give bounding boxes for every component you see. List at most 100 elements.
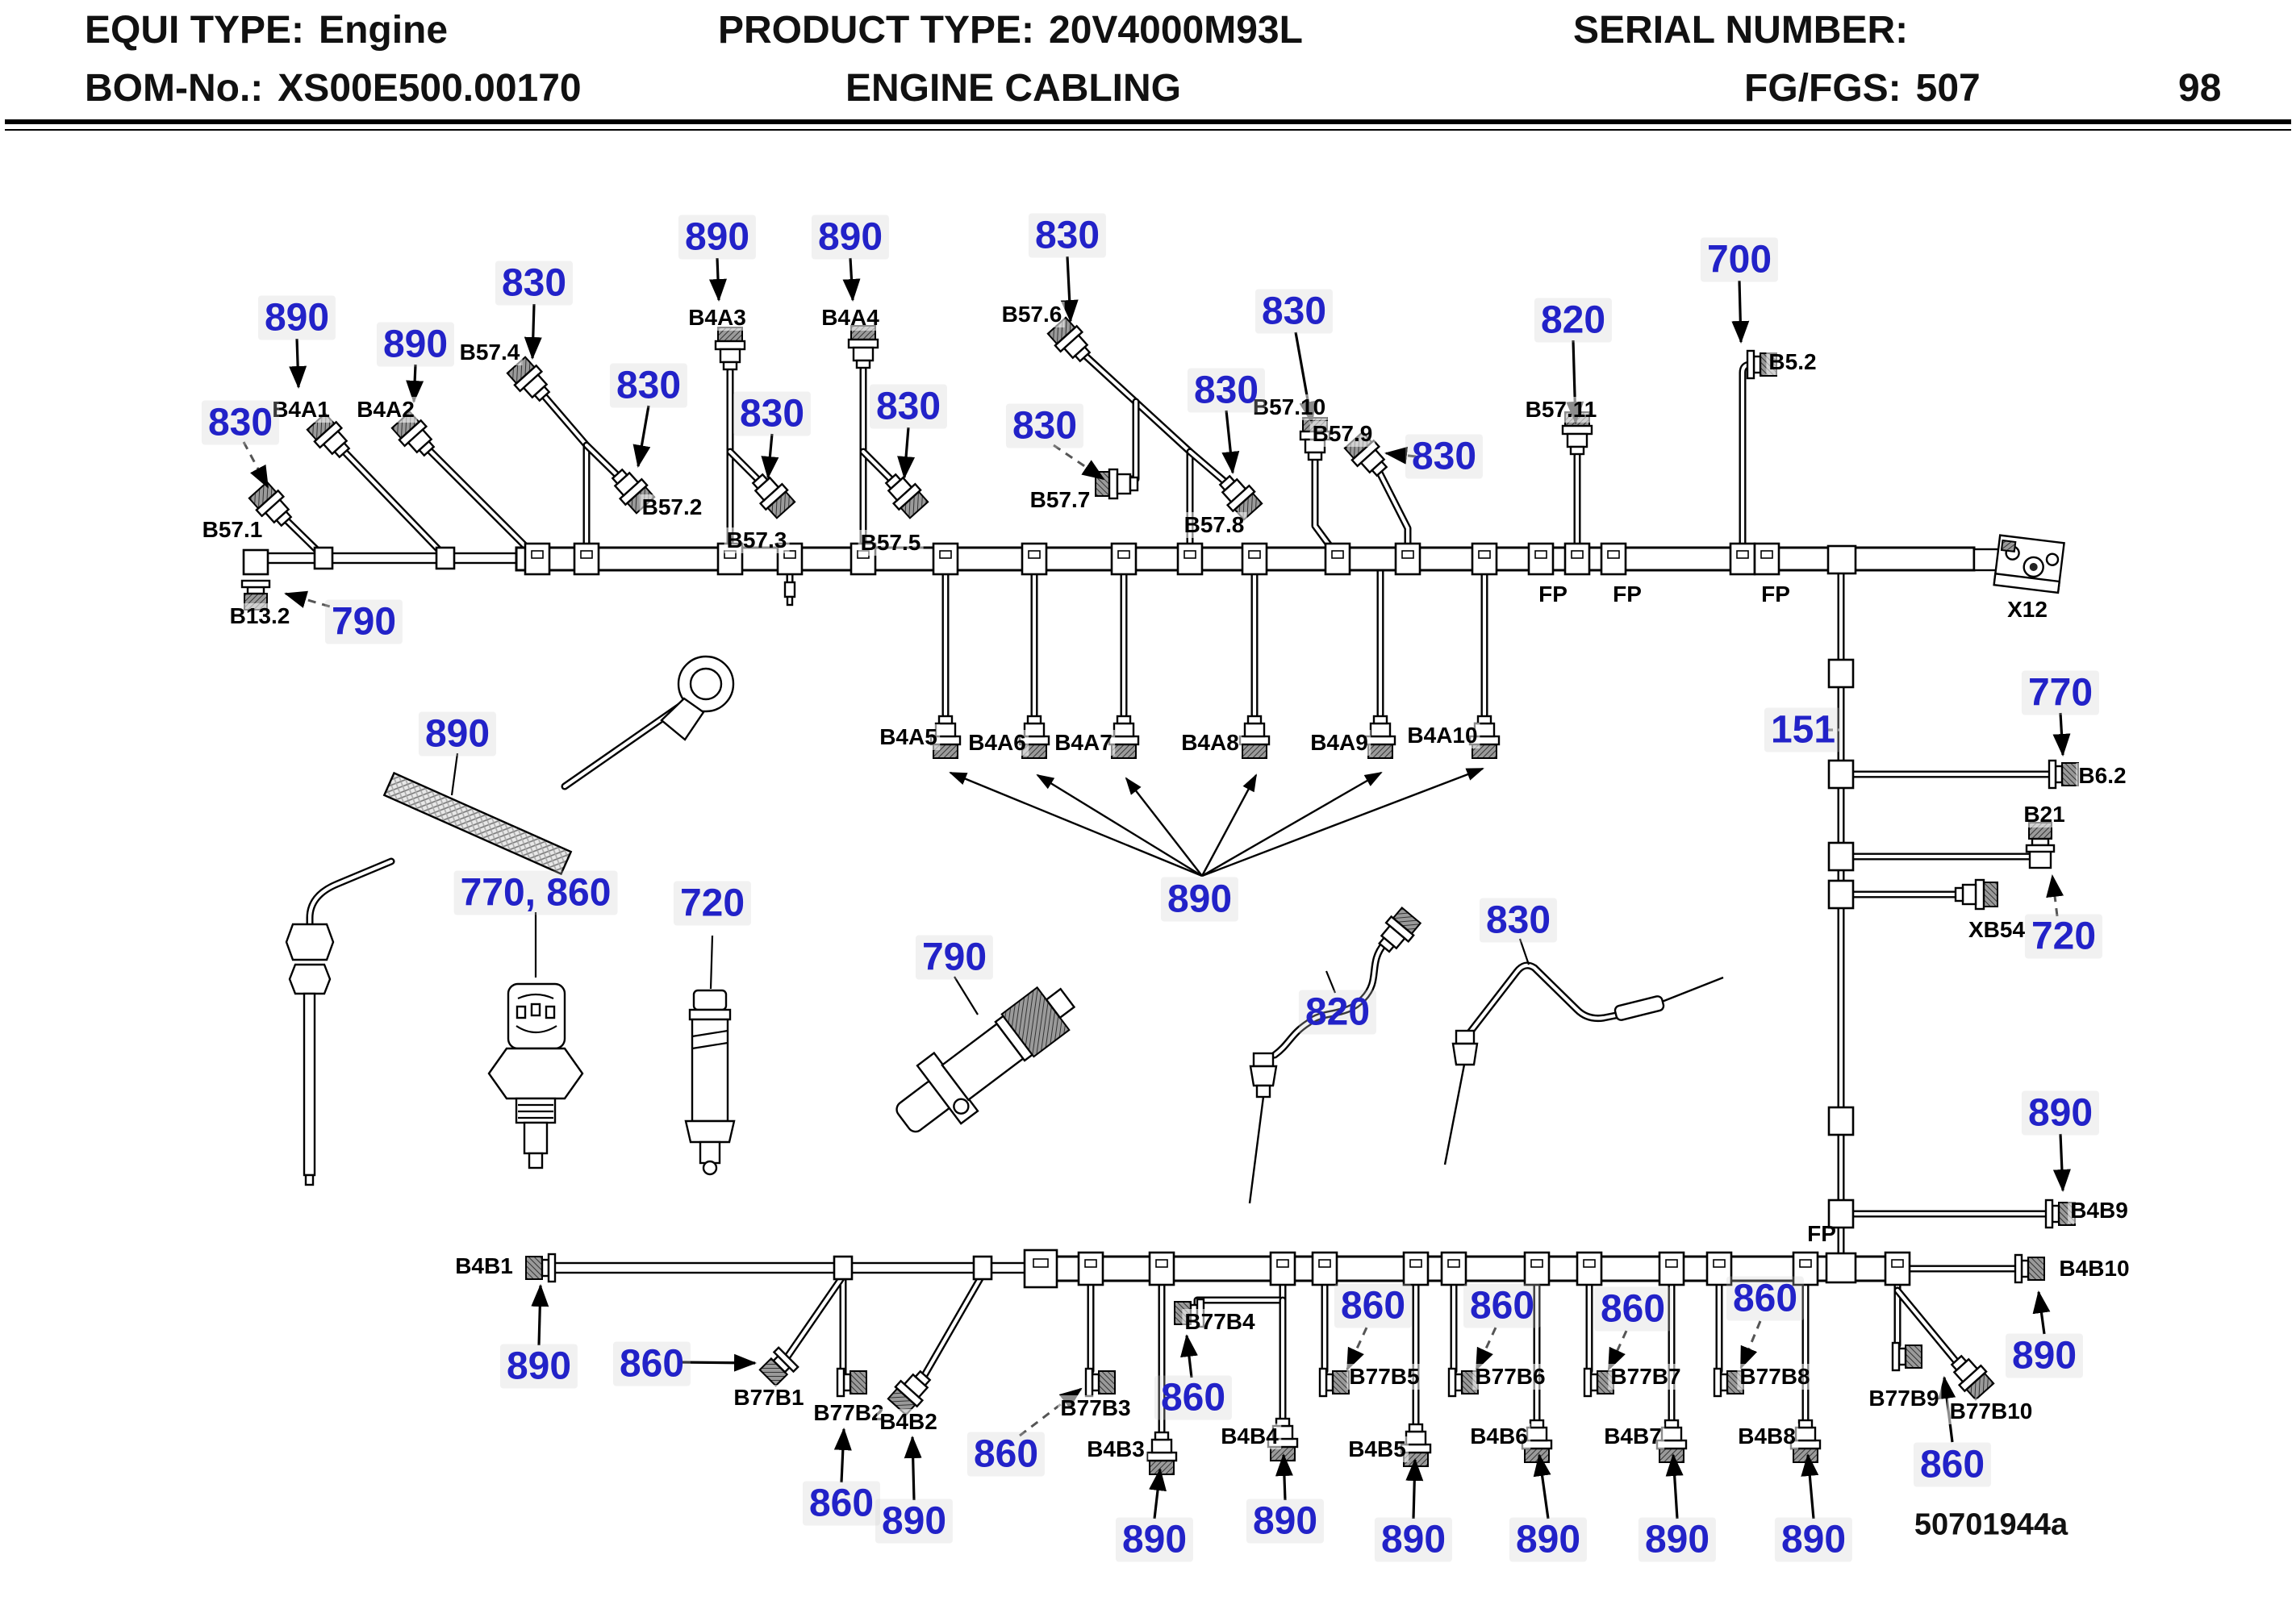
- ref-label-15-700: 700: [1700, 237, 1779, 282]
- part-label-B57.5: B57.5: [858, 530, 924, 556]
- component-890-temp-probe: [285, 655, 735, 1186]
- equi-type-value: Engine: [319, 9, 449, 52]
- part-label-B57.1: B57.1: [199, 517, 265, 543]
- ref-label-41-890: 890: [1509, 1517, 1588, 1562]
- component-820-probe: [1248, 905, 1424, 1204]
- bom-label: BOM-No.:: [85, 67, 264, 110]
- fp-label-1: FP: [1613, 582, 1642, 607]
- connector-XB54: [1954, 878, 1999, 911]
- part-label-B57.11: B57.11: [1522, 397, 1600, 423]
- part-label-B4B5: B4B5: [1346, 1436, 1409, 1462]
- ref-label-7-890: 890: [811, 215, 890, 260]
- ref-label-40-860: 860: [1463, 1283, 1542, 1328]
- part-label-X12: X12: [2005, 597, 2050, 623]
- fg-fgs-value: 507: [1915, 67, 1981, 110]
- part-label-B4A5: B4A5: [877, 724, 940, 750]
- part-label-B4A8: B4A8: [1179, 730, 1242, 756]
- part-label-B4B7: B4B7: [1601, 1424, 1664, 1449]
- part-label-B57.3: B57.3: [724, 527, 790, 553]
- ref-label-34-860: 860: [966, 1432, 1046, 1477]
- fp-label-2: FP: [1761, 582, 1790, 607]
- ref-label-39-890: 890: [1374, 1517, 1453, 1562]
- part-label-B57.4: B57.4: [457, 340, 523, 365]
- fp-label-3: FP: [1807, 1221, 1836, 1246]
- ref-label-8-830: 830: [869, 384, 948, 429]
- component-830-probe: [1443, 961, 1724, 1165]
- ref-label-36-860: 860: [1154, 1375, 1233, 1420]
- connector-B4A4: [847, 324, 879, 369]
- connector-B4B1: [524, 1253, 557, 1283]
- ref-label-23-830: 830: [1479, 898, 1558, 943]
- part-label-B4A7: B4A7: [1052, 730, 1115, 756]
- ref-label-17-890: 890: [418, 711, 497, 757]
- ref-label-44-860: 860: [1726, 1276, 1805, 1321]
- component-720-pressure-sensor: [684, 989, 736, 1176]
- ref-label-29-860: 860: [1913, 1442, 1992, 1487]
- ref-label-4-830: 830: [609, 363, 688, 408]
- fp-label-0: FP: [1538, 582, 1568, 607]
- ref-label-35-890: 890: [1115, 1517, 1194, 1562]
- ref-label-38-860: 860: [1334, 1283, 1413, 1328]
- part-label-B13.2: B13.2: [227, 603, 293, 629]
- part-label-B77B8: B77B8: [1737, 1364, 1813, 1390]
- ref-label-31-860: 860: [612, 1341, 691, 1386]
- part-label-B4B1: B4B1: [453, 1253, 516, 1279]
- connector-B57.7: [1094, 468, 1139, 500]
- part-label-B57.2: B57.2: [639, 494, 705, 520]
- part-label-B57.8: B57.8: [1181, 512, 1247, 538]
- ref-label-12-830: 830: [1254, 289, 1334, 334]
- ref-label-5-890: 890: [678, 215, 757, 260]
- ref-label-42-860: 860: [1593, 1286, 1672, 1332]
- part-label-B4A9: B4A9: [1308, 730, 1371, 756]
- right-trunk: [1827, 658, 2052, 1229]
- ref-label-3-830: 830: [495, 261, 574, 306]
- part-label-B57.9: B57.9: [1309, 421, 1376, 447]
- product-type: PRODUCT TYPE:20V4000M93L: [718, 8, 1303, 52]
- ref-label-26-720: 720: [2024, 914, 2103, 959]
- ref-label-10-830: 830: [1005, 403, 1084, 448]
- connector-X12: [1972, 534, 2065, 594]
- part-label-B4B9: B4B9: [2068, 1198, 2131, 1224]
- serial-number-label: SERIAL NUMBER:: [1573, 9, 1909, 52]
- ref-label-18-770860: 770, 860: [453, 870, 618, 915]
- ref-label-22-820: 820: [1298, 990, 1377, 1035]
- part-label-B77B4: B77B4: [1182, 1309, 1258, 1335]
- ref-label-27-890: 890: [2021, 1090, 2100, 1136]
- ref-label-28-890: 890: [2005, 1333, 2084, 1378]
- part-label-B57.10: B57.10: [1250, 394, 1329, 420]
- bom-no: BOM-No.: XS00E500.00170: [85, 66, 582, 110]
- ref-label-16-790: 790: [324, 599, 403, 644]
- ref-label-37-890: 890: [1246, 1499, 1325, 1544]
- equi-type-label: EQUI TYPE:: [85, 9, 305, 52]
- part-label-B4A10: B4A10: [1405, 723, 1480, 748]
- ref-label-0-890: 890: [257, 295, 336, 340]
- drawing-number: 50701944a: [1914, 1507, 2068, 1542]
- top-harness-bus: [242, 542, 1976, 607]
- part-label-B6.2: B6.2: [2076, 763, 2129, 789]
- ref-label-25-770: 770: [2021, 670, 2100, 715]
- ref-label-13-830: 830: [1405, 434, 1484, 479]
- part-label-B4B6: B4B6: [1467, 1424, 1530, 1449]
- part-label-XB54: XB54: [1965, 917, 2028, 943]
- ref-label-19-720: 720: [673, 881, 752, 926]
- bottom-harness-bus: [550, 1249, 1911, 1289]
- part-label-B4A3: B4A3: [686, 305, 749, 331]
- connector-B77B2: [836, 1367, 868, 1398]
- ref-label-30-890: 890: [499, 1344, 578, 1389]
- subtitle: ENGINE CABLING: [845, 66, 1181, 110]
- ref-label-6-830: 830: [733, 391, 812, 436]
- part-label-B77B2: B77B2: [811, 1400, 887, 1426]
- equi-type: EQUI TYPE: Engine: [85, 8, 448, 52]
- ref-label-20-790: 790: [915, 935, 994, 980]
- part-label-B4B2: B4B2: [877, 1409, 940, 1435]
- ref-label-45-890: 890: [1774, 1517, 1853, 1562]
- ref-label-33-890: 890: [875, 1499, 954, 1544]
- component-790-speed-sensor: [895, 986, 1076, 1133]
- header-rule-thin: [5, 129, 2291, 131]
- bom-value: XS00E500.00170: [278, 67, 582, 110]
- part-label-B77B10: B77B10: [1947, 1399, 2035, 1424]
- cables: [280, 349, 2060, 1436]
- product-type-label: PRODUCT TYPE:: [718, 9, 1035, 52]
